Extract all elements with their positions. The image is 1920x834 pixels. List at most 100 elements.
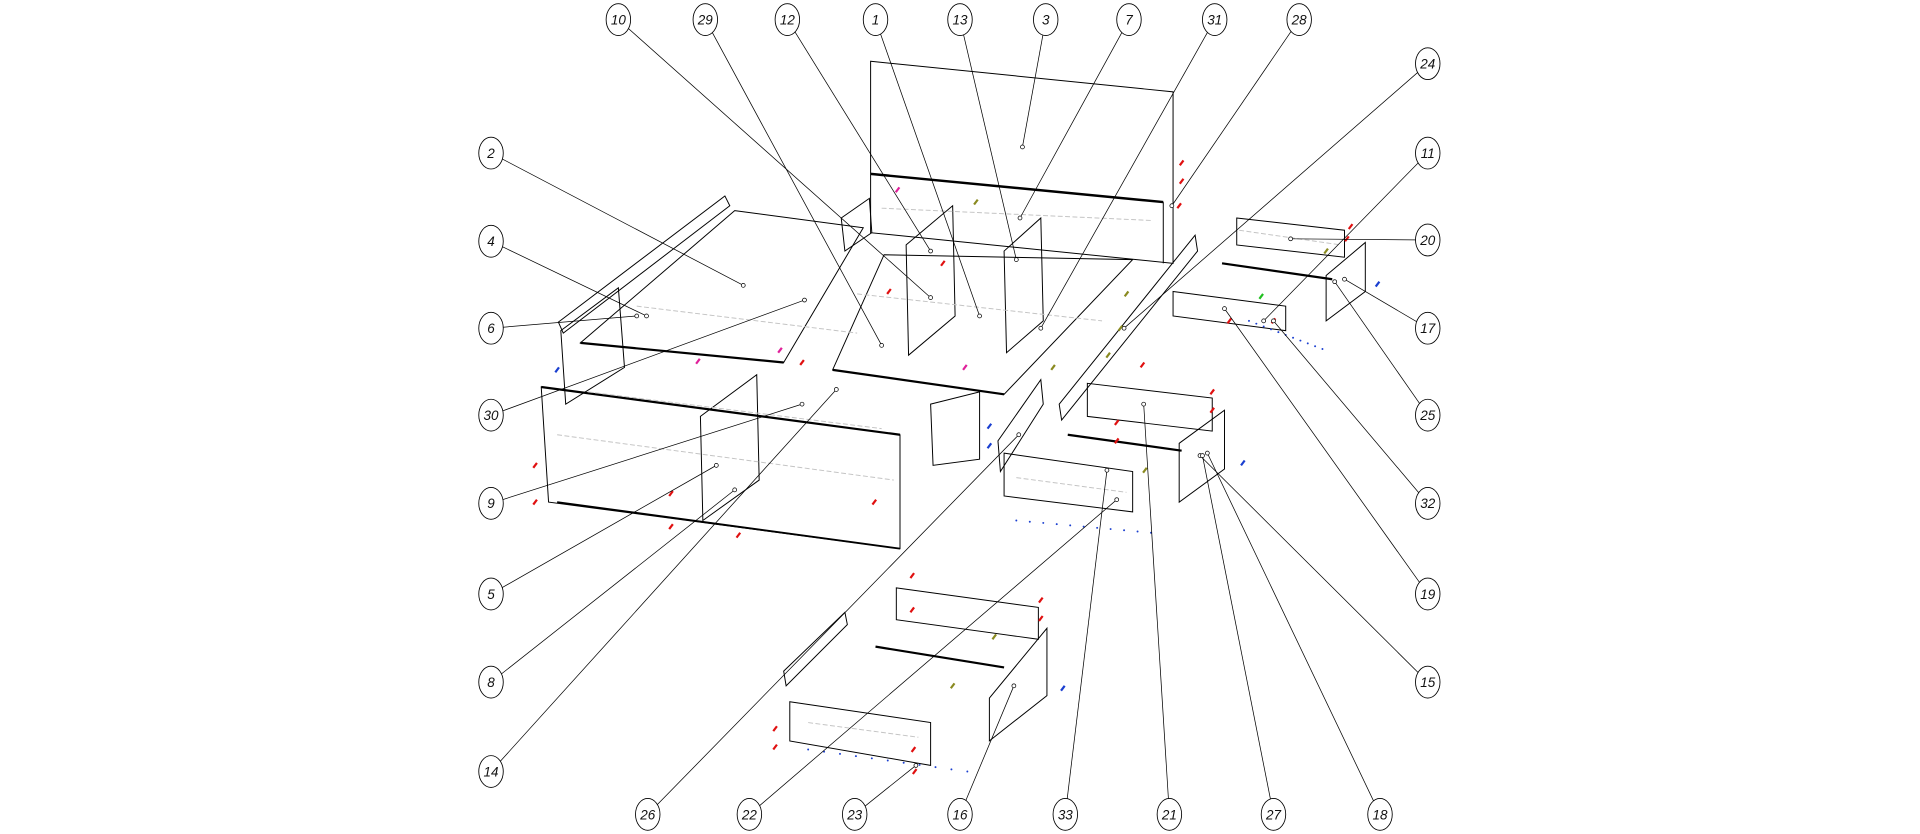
dowel-red-mark [1209,407,1215,414]
right-platform-panel [831,254,1134,395]
marker-olive-mark [1323,247,1329,255]
callout-bubble [1415,398,1441,432]
dowel-red-mark [1038,615,1044,622]
marker-olive-mark [949,682,956,689]
callout-bubble [1415,311,1441,345]
callout-24: 24 [1415,47,1441,81]
leader-anchor [834,387,839,392]
callout-label: 28 [1291,12,1307,27]
leader-line-17 [1344,278,1428,329]
screw-dot [1136,530,1139,533]
leader-line-10 [618,19,931,298]
leader-anchor [1332,279,1338,285]
callout-3: 3 [1033,3,1059,36]
callout-label: 17 [1420,321,1435,336]
callout-11: 11 [1415,136,1441,170]
screw-dot [1255,322,1258,325]
dowel-red-mark [1114,437,1120,444]
callout-label: 1 [872,12,879,27]
leader-anchor [913,763,919,768]
hidden-line [808,722,919,738]
leader-anchor [740,283,746,288]
dowel-red-mark [871,499,878,506]
leader-anchor [1020,144,1025,150]
leader-anchor [1205,450,1210,456]
screw-dot [1270,328,1272,331]
screw-dot [1306,342,1309,345]
marker-olive-mark [973,198,979,206]
callout-label: 6 [487,321,495,336]
headboard-panel [870,60,1174,264]
callout-bubble [1415,47,1441,81]
callout-bubble [1367,798,1393,831]
callout-bubble [1286,3,1312,36]
leader-line-16 [959,685,1015,815]
fitting-blue-mark [1374,281,1381,288]
leader-anchor [1271,318,1276,324]
drawer-front-panel-2 [1003,452,1134,513]
leader-anchor [1222,306,1227,311]
callout-16: 16 [947,798,973,831]
accent-magenta-mark [894,186,901,193]
leader-anchor [714,463,719,468]
callout-label: 16 [953,807,968,822]
screw-dot [854,755,857,758]
fitting-blue-mark [1240,459,1246,467]
leader-line-26 [647,434,1020,815]
leader-anchor [1288,236,1293,242]
screw-dot [807,748,810,751]
leader-line-6 [490,315,637,329]
right-platform-front-edge [832,368,1005,396]
callout-label: 13 [953,12,968,27]
callout-18: 18 [1367,798,1393,831]
accent-magenta-mark [962,364,968,371]
leader-anchor [1104,467,1110,473]
leader-line-33 [1064,470,1108,815]
drawer-bottom-edge-2 [1067,433,1182,452]
center-divider-panel-2 [1003,216,1044,354]
fitting-blue-mark [986,423,993,430]
leader-anchor [799,401,805,407]
leader-line-8 [490,489,735,683]
screw-dot [1015,519,1018,522]
dowel-red-mark [668,523,674,530]
leader-line-19 [1224,308,1429,595]
callout-6: 6 [478,311,504,345]
callout-bubble [635,798,661,831]
leader-anchor [1342,276,1347,282]
front-panel-top-edge [541,385,901,436]
dowel-red-mark [772,743,778,751]
accent-magenta-mark [695,358,701,365]
callout-label: 7 [1125,12,1133,27]
callout-2: 2 [478,136,504,170]
leader-line-18 [1207,452,1381,815]
back-panel-top-edge [870,172,1164,204]
callout-28: 28 [1286,3,1312,36]
leader-line-15 [1199,455,1429,683]
dowel-red-mark [1114,419,1120,426]
callout-label: 26 [639,807,655,822]
fitting-blue-mark [1060,685,1066,692]
hidden-line [1239,229,1341,246]
callout-bubble [1415,136,1441,170]
drawer-bottom-edge [1221,262,1333,281]
marker-olive-mark [1105,352,1111,359]
leader-anchor [928,248,933,254]
callout-label: 30 [484,408,499,423]
callout-19: 19 [1415,577,1441,611]
accent-green-mark [1258,293,1264,300]
screw-dot [1262,325,1265,328]
callout-label: 25 [1419,408,1435,423]
panels [540,60,1366,767]
dowel-red-mark [1139,361,1146,369]
callout-bubble [478,665,504,699]
drawer-back-panel [1236,217,1345,258]
callout-31: 31 [1202,3,1228,36]
drawer-front-panel-3 [789,701,932,767]
screw-dot [1314,345,1317,348]
drawer-side-panel-3 [988,626,1048,742]
callout-bubble [478,136,504,170]
callout-label: 14 [484,764,499,779]
drawer-back-panel-2 [1086,382,1213,432]
